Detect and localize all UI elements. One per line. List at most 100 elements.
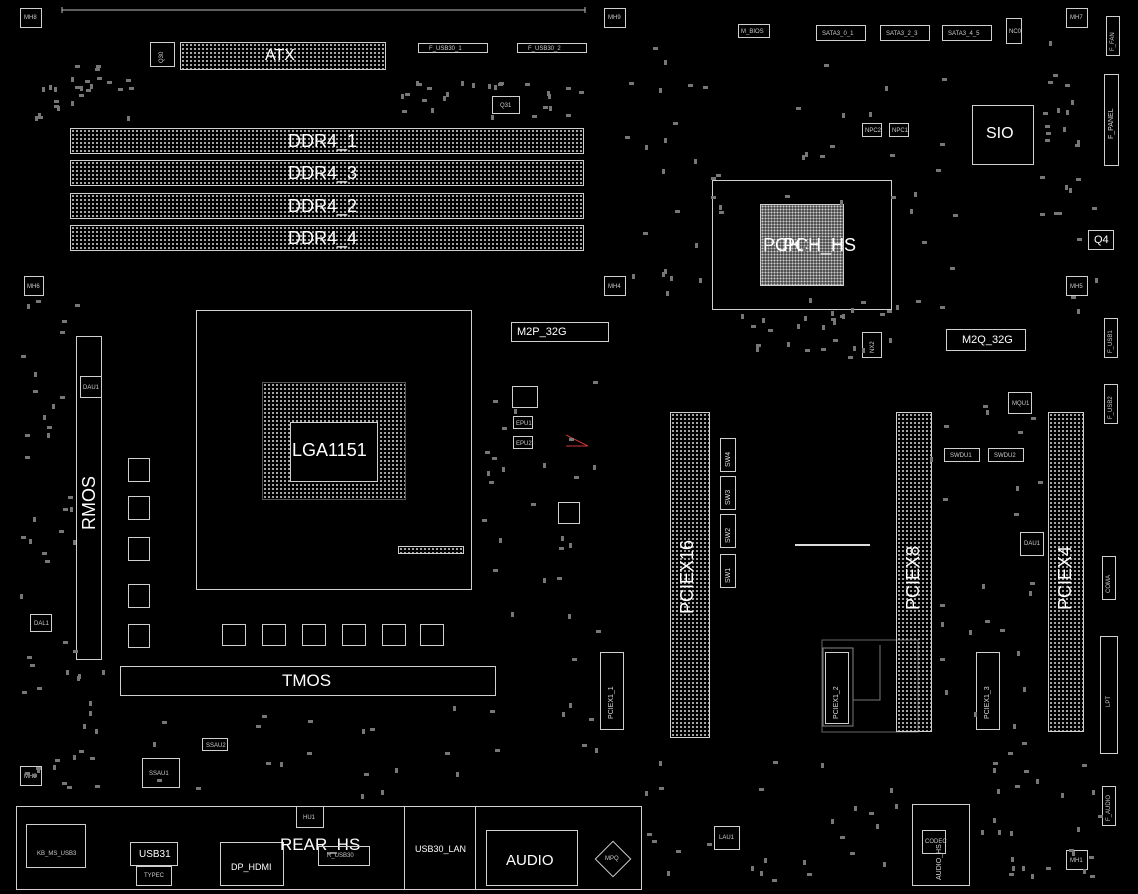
smd-pad bbox=[129, 87, 134, 90]
pciex4-slot bbox=[1048, 412, 1084, 732]
smd-pad bbox=[543, 463, 546, 468]
sw2-switch: SW2 bbox=[720, 514, 736, 548]
smd-pad bbox=[807, 873, 812, 876]
smd-pad bbox=[52, 404, 55, 409]
smd-pad bbox=[1031, 417, 1036, 420]
smd-pad bbox=[370, 728, 375, 731]
smd-pad bbox=[953, 214, 958, 217]
smd-pad bbox=[890, 154, 895, 157]
smd-pad bbox=[381, 790, 384, 795]
coma-label: COMA bbox=[1106, 575, 1112, 593]
smd-pad bbox=[43, 415, 46, 420]
smd-pad bbox=[1013, 724, 1016, 729]
mh4-label: MH4 bbox=[608, 284, 621, 290]
smd-pad bbox=[848, 356, 853, 359]
smd-pad bbox=[97, 77, 102, 80]
smd-pad bbox=[940, 604, 945, 607]
q31-label: Q31 bbox=[500, 103, 512, 109]
smd-pad bbox=[688, 84, 693, 87]
smd-pad bbox=[90, 84, 93, 89]
hu1-label: HU1 bbox=[303, 815, 316, 821]
smd-pad bbox=[822, 325, 825, 330]
smd-pad bbox=[547, 91, 550, 96]
smd-pad bbox=[854, 806, 857, 811]
smd-pad bbox=[66, 670, 69, 675]
codec-chip: CODEC bbox=[922, 830, 947, 854]
atx-connector bbox=[180, 42, 386, 70]
smd-pad bbox=[1040, 213, 1045, 216]
smd-pad bbox=[676, 850, 681, 853]
nc0-label: NC0 bbox=[1009, 29, 1022, 35]
smd-pad bbox=[1065, 84, 1070, 87]
mosfet-t4 bbox=[342, 624, 366, 646]
smd-pad bbox=[54, 105, 59, 108]
smd-pad bbox=[840, 200, 843, 205]
smd-pad bbox=[569, 438, 574, 441]
smd-pad bbox=[38, 113, 41, 118]
mosfet-r5 bbox=[128, 624, 150, 648]
mh6-label: MH6 bbox=[27, 284, 40, 290]
smd-pad bbox=[670, 276, 673, 281]
dp-hdmi-label: DP_HDMI bbox=[231, 862, 272, 872]
smd-pad bbox=[73, 650, 78, 653]
smd-pad bbox=[719, 211, 724, 214]
smd-pad bbox=[1061, 793, 1064, 798]
smd-pad bbox=[1010, 831, 1013, 836]
smd-pad bbox=[993, 768, 996, 773]
smd-pad bbox=[422, 99, 427, 102]
smd-pad bbox=[47, 433, 50, 438]
smd-pad bbox=[566, 114, 571, 117]
smd-pad bbox=[95, 68, 100, 71]
smd-pad bbox=[73, 755, 76, 760]
smd-pad bbox=[417, 83, 422, 86]
smd-pad bbox=[70, 507, 73, 512]
dau1-right-chip: DAU1 bbox=[1020, 532, 1044, 556]
cpu-socket-outline bbox=[196, 310, 472, 590]
dau1-right-label: DAU1 bbox=[1024, 541, 1041, 547]
smd-pad bbox=[647, 833, 652, 836]
sio-chip bbox=[972, 105, 1034, 165]
ssau1-chip: SSAU1 bbox=[142, 758, 180, 788]
smd-pad bbox=[887, 310, 892, 313]
f-usb30-2-header: F_USB30_2 bbox=[517, 43, 587, 53]
epu2-chip: EPU2 bbox=[513, 436, 533, 449]
smd-pad bbox=[502, 427, 507, 430]
smd-pad bbox=[1043, 112, 1048, 115]
smd-pad bbox=[502, 467, 505, 472]
smd-pad bbox=[75, 86, 80, 89]
smd-pad bbox=[833, 320, 836, 325]
smd-pad bbox=[79, 94, 84, 97]
smd-pad bbox=[196, 787, 201, 790]
smd-pad bbox=[764, 858, 767, 863]
pciex1-3-label: PCIEX1_3 bbox=[984, 686, 991, 719]
smd-pad bbox=[162, 721, 167, 724]
smd-pad bbox=[762, 318, 765, 323]
sata-2-3-label: SATA3_2_3 bbox=[886, 31, 918, 37]
smd-pad bbox=[1076, 178, 1081, 181]
smd-pad bbox=[940, 306, 945, 309]
smd-pad bbox=[666, 291, 669, 296]
smd-pad bbox=[1083, 869, 1086, 874]
mosfet-r4 bbox=[128, 584, 150, 608]
fan-label: F_FAN bbox=[1110, 32, 1116, 51]
mounting-hole-mh4: MH4 bbox=[604, 276, 626, 296]
sw3-label: SW3 bbox=[725, 489, 732, 505]
smd-pad bbox=[993, 762, 998, 765]
smd-pad bbox=[60, 396, 65, 399]
smd-pad bbox=[820, 155, 825, 158]
rear-io-outline bbox=[16, 806, 642, 890]
pciex1-3-slot: PCIEX1_3 bbox=[976, 652, 1000, 730]
dau1-chip: DAU1 bbox=[80, 376, 102, 398]
smd-pad bbox=[831, 318, 836, 321]
smd-pad bbox=[89, 711, 92, 716]
smd-pad bbox=[1015, 785, 1020, 788]
smd-pad bbox=[445, 752, 450, 755]
smd-pad bbox=[833, 339, 838, 342]
smd-pad bbox=[549, 106, 552, 111]
smd-pad bbox=[20, 594, 23, 599]
nx2-label: NX2 bbox=[870, 341, 876, 353]
kb-ms-usb3-port: KB_MS_USB3 bbox=[26, 824, 86, 868]
cpu-socket-strip bbox=[398, 546, 464, 554]
codec-label: CODEC bbox=[925, 839, 947, 845]
smd-pad bbox=[494, 85, 497, 90]
